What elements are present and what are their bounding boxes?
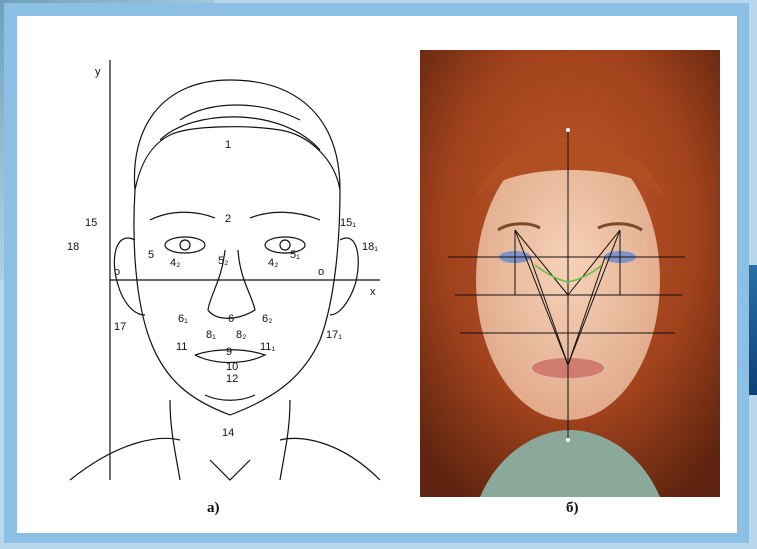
point-label: 6₁ [178, 313, 188, 325]
point-label: 5₁ [290, 249, 300, 261]
point-label: 5 [148, 249, 154, 261]
origin-right-label: o [318, 266, 324, 278]
point-label: 4₂ [170, 257, 180, 269]
forehead-point [566, 128, 570, 132]
caption-b: б) [566, 500, 579, 517]
caption-a: а) [207, 500, 220, 517]
point-label: 5₂ [218, 255, 228, 267]
point-label: 2 [225, 213, 231, 225]
chin-point [566, 438, 570, 442]
point-label: 11₁ [260, 341, 275, 353]
point-label: 10 [226, 361, 238, 373]
point-label: 9 [226, 346, 232, 358]
face-drawing: y x o o 1 2 5 4₂ 5₂ 4₂ 5₁ 15 18 15₁ 18₁ … [40, 40, 385, 495]
point-label: 4₂ [268, 257, 278, 269]
point-label: 11 [176, 341, 187, 353]
axis-y-label: y [95, 66, 101, 78]
origin-left-label: o [114, 266, 120, 278]
point-label: 17₁ [326, 329, 342, 341]
point-label: 8₂ [236, 329, 246, 341]
point-label: 15₁ [340, 217, 356, 229]
point-label: 8₁ [206, 329, 216, 341]
point-label: 18 [67, 241, 79, 253]
axis-x-label: x [370, 286, 376, 298]
nose [208, 250, 255, 318]
right-eyebrow [250, 212, 320, 220]
point-label: 1 [225, 139, 231, 151]
point-label: 6 [228, 313, 234, 325]
point-label: 14 [222, 427, 234, 439]
point-label: 17 [114, 321, 126, 333]
face-drawing-panel: y x o o 1 2 5 4₂ 5₂ 4₂ 5₁ 15 18 15₁ 18₁ … [40, 40, 385, 495]
left-eye [165, 237, 205, 253]
point-label: 6₂ [262, 313, 272, 325]
point-label: 12 [226, 373, 238, 385]
point-label: 18₁ [362, 241, 378, 253]
face-photo [420, 50, 720, 497]
left-eyebrow [150, 212, 215, 220]
face-photo-panel [420, 50, 720, 497]
point-label: 15 [85, 217, 97, 229]
